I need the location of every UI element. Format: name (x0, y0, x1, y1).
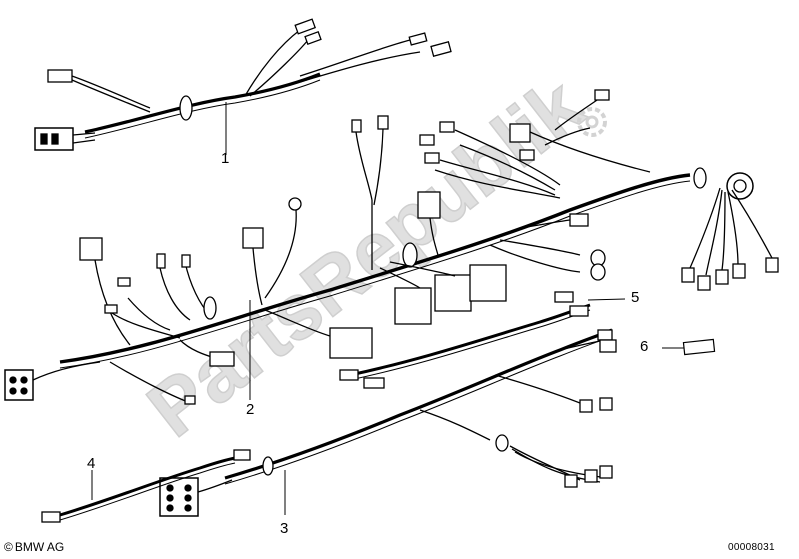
callout-2: 2 (246, 401, 255, 418)
copyright: © BMW AG (4, 540, 64, 554)
diagram-number: 00008031 (728, 542, 775, 553)
harness-4 (41, 449, 251, 523)
connector-6pin (4, 369, 34, 401)
copyright-text: BMW AG (14, 540, 65, 554)
watermark: PartsRepublik (131, 60, 607, 454)
harness-1 (34, 18, 452, 155)
callout-4: 4 (87, 455, 96, 472)
callout-3: 3 (280, 520, 289, 537)
harness-5 (339, 291, 626, 389)
triple-connectors (394, 264, 507, 325)
copyright-symbol: © (4, 540, 13, 554)
callout-5: 5 (631, 289, 640, 306)
connector-6pin-large (159, 477, 199, 517)
watermark-text: PartsRepublik (131, 61, 599, 454)
callout-1: 1 (221, 150, 230, 167)
callout-6: 6 (640, 338, 649, 355)
harness-2 (4, 89, 779, 405)
part-6-sleeve (662, 338, 716, 356)
gear-icon (577, 107, 607, 137)
